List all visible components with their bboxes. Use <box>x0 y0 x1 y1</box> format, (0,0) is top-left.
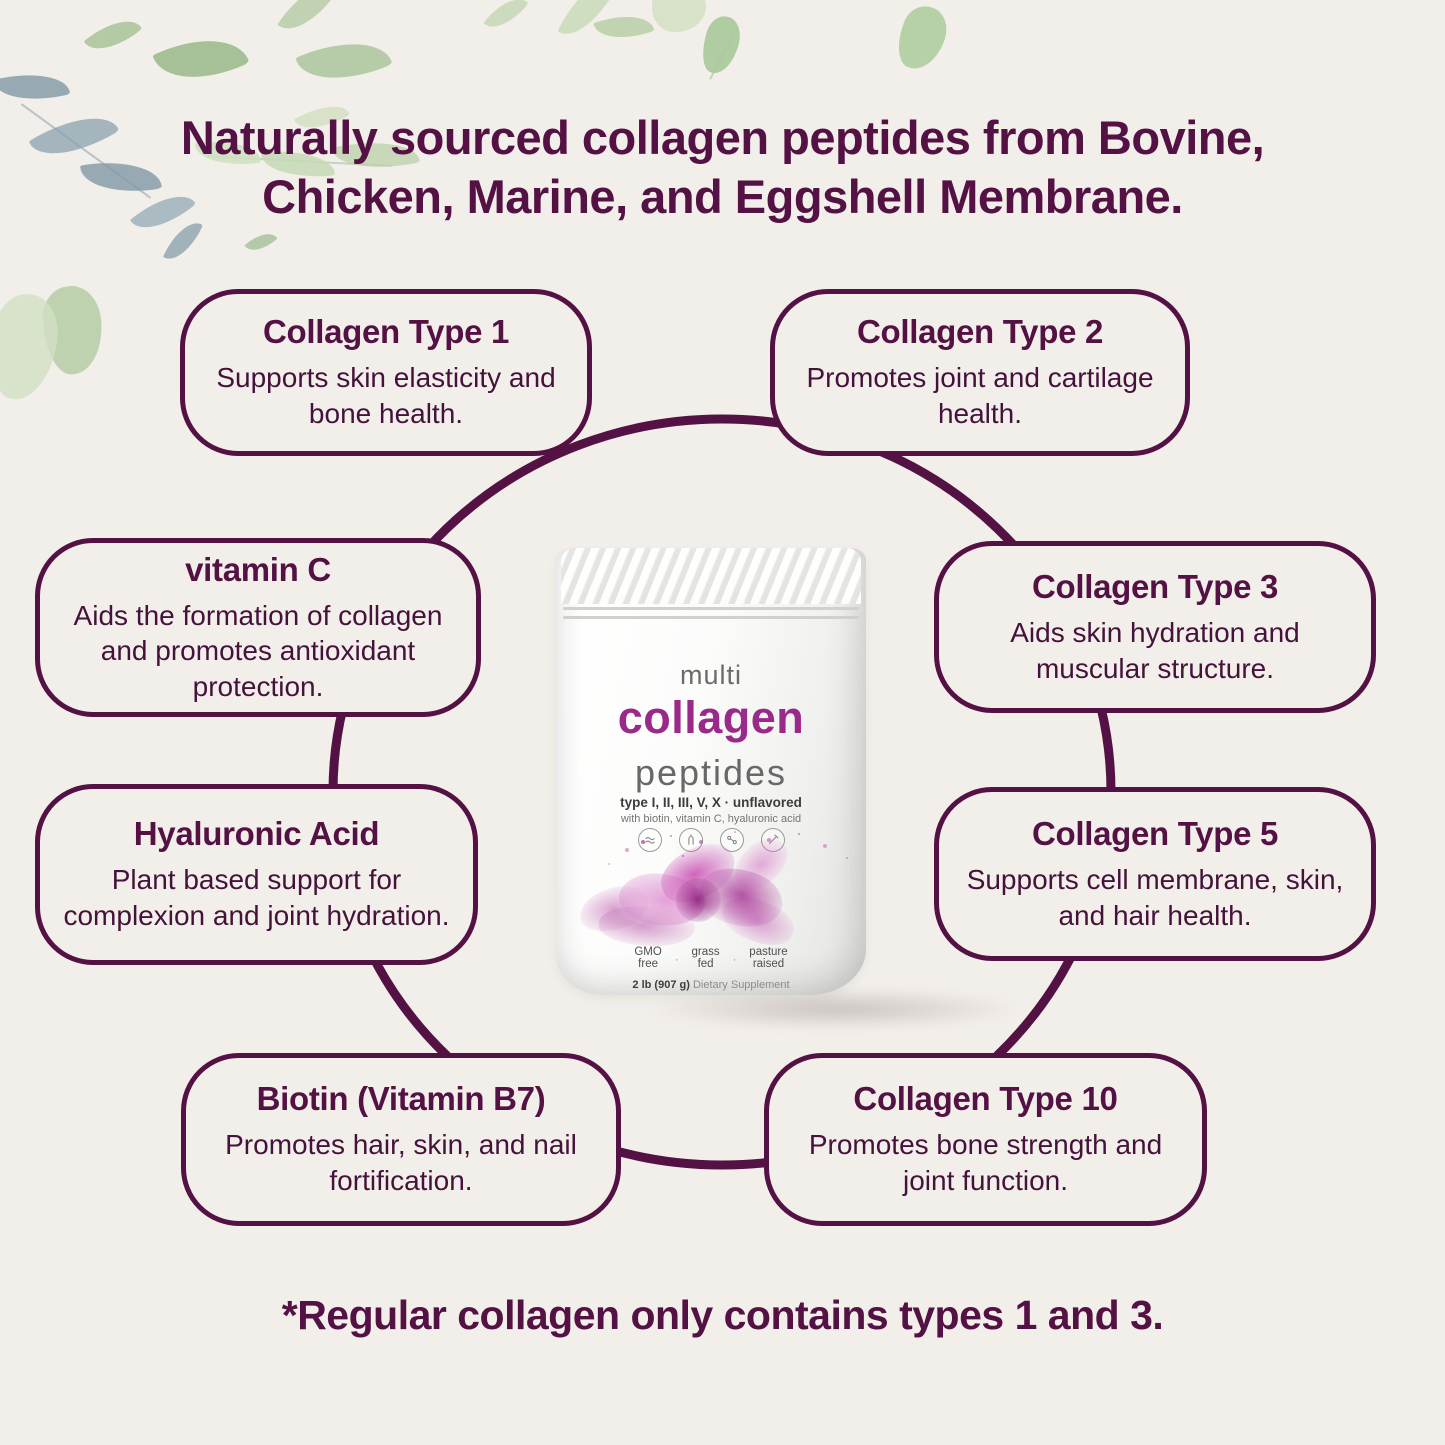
flower-splash-image <box>571 829 811 956</box>
badge-pasture-raised: pasture raised <box>749 946 787 970</box>
badge-line: GMO <box>634 946 662 958</box>
footnote: *Regular collagen only contains types 1 … <box>281 1292 1164 1338</box>
callout-biotin: Biotin (Vitamin B7) Promotes hair, skin,… <box>181 1053 621 1226</box>
callout-description: Promotes joint and cartilage health. <box>806 362 1154 429</box>
product-types-line: type I, II, III, V, X · unflavored <box>620 795 802 810</box>
skin-icon <box>637 828 662 852</box>
product-weight: 2 lb (907 g) Dietary Supplement <box>556 979 866 991</box>
badge-line: pasture <box>749 946 788 958</box>
badge-grass-fed: grass fed <box>692 946 720 970</box>
petal-shape <box>675 878 721 922</box>
pouch-zip-line <box>563 616 859 619</box>
title-line-2: Chicken, Marine, and Eggshell Membrane. <box>262 170 1183 223</box>
product-badges: GMO free · grass fed · pasture raised <box>556 946 866 970</box>
paint-speckles <box>641 840 645 844</box>
callout-title: Collagen Type 1 <box>262 313 510 351</box>
pouch-seal <box>561 548 861 604</box>
callout-title: Collagen Type 3 <box>1031 567 1279 605</box>
callout-collagen-type-3: Collagen Type 3 Aids skin hydration and … <box>934 541 1376 713</box>
page-title: Naturally sourced collagen peptides from… <box>0 108 1445 226</box>
weight-label: Dietary Supplement <box>692 979 790 991</box>
callout-collagen-type-2: Collagen Type 2 Promotes joint and carti… <box>770 289 1190 456</box>
callout-collagen-type-1: Collagen Type 1 Supports skin elasticity… <box>180 289 592 456</box>
pouch-zip-line <box>563 607 859 610</box>
product-pouch: multi collagen peptides type I, II, III,… <box>556 548 866 995</box>
callout-collagen-type-5: Collagen Type 5 Supports cell membrane, … <box>934 787 1376 961</box>
callout-title: Biotin (Vitamin B7) <box>256 1080 546 1118</box>
product-with-line: with biotin, vitamin C, hyaluronic acid <box>620 813 802 825</box>
callout-vitamin-c: vitamin C Aids the formation of collagen… <box>35 538 481 717</box>
callout-description: Promotes bone strength and joint functio… <box>808 1129 1163 1196</box>
badge-line: raised <box>752 958 785 970</box>
pouch-shadow <box>640 988 1030 1030</box>
callout-title: Collagen Type 2 <box>856 313 1104 351</box>
badge-line: fed <box>697 958 714 970</box>
product-brand: multi <box>679 660 742 690</box>
weight-amount: 2 lb (907 g) <box>632 979 690 991</box>
callout-description: Supports cell membrane, skin, and hair h… <box>966 863 1344 931</box>
product-name-sub: peptides <box>634 752 788 793</box>
callout-collagen-type-10: Collagen Type 10 Promotes bone strength … <box>764 1053 1207 1226</box>
callout-description: Aids the formation of collagen and promo… <box>73 599 443 702</box>
callout-description: Promotes hair, skin, and nail fortificat… <box>225 1129 577 1196</box>
title-line-1: Naturally sourced collagen peptides from… <box>180 111 1265 164</box>
badge-line: free <box>638 958 658 970</box>
callout-description: Supports skin elasticity and bone health… <box>216 362 556 429</box>
badge-separator: · <box>674 954 679 966</box>
badge-line: grass <box>691 946 720 958</box>
badge-gmo-free: GMO free <box>634 946 661 970</box>
callout-title: Collagen Type 10 <box>853 1080 1118 1118</box>
callout-title: vitamin C <box>185 550 331 588</box>
badge-separator: · <box>732 954 737 966</box>
callout-description: Plant based support for complexion and j… <box>63 864 450 931</box>
callout-title: Collagen Type 5 <box>1031 814 1279 852</box>
callout-description: Aids skin hydration and muscular structu… <box>1010 616 1300 684</box>
joints-icon <box>719 828 744 852</box>
callout-title: Hyaluronic Acid <box>133 815 380 853</box>
callout-hyaluronic-acid: Hyaluronic Acid Plant based support for … <box>35 784 478 965</box>
product-name: collagen <box>617 692 805 743</box>
